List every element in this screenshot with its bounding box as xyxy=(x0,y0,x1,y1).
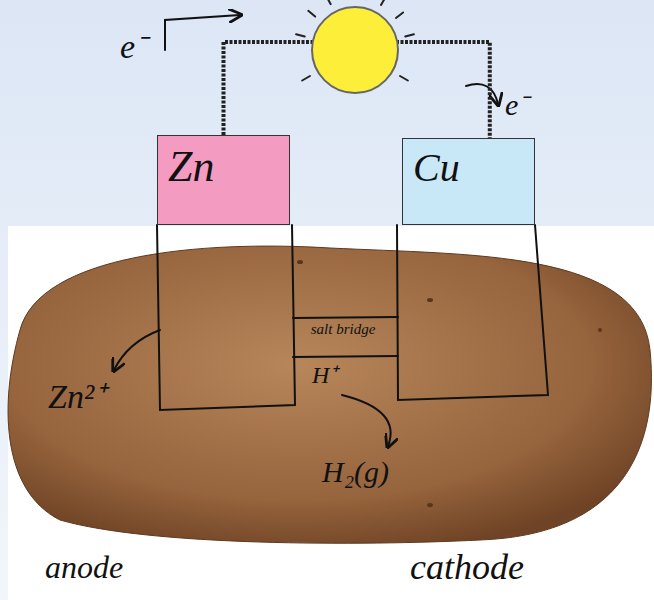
potato-eyes xyxy=(297,260,602,507)
electrode-box: Zn xyxy=(157,135,290,225)
ray xyxy=(326,0,330,4)
element-symbol: Cu xyxy=(413,147,460,189)
hand-label: H₂(g) xyxy=(322,455,389,488)
ray xyxy=(396,12,403,18)
ray xyxy=(302,76,310,81)
hand-label: Zn²⁺ xyxy=(48,378,105,415)
salt-bridge-line xyxy=(293,356,398,357)
ray xyxy=(405,34,414,36)
light-rays xyxy=(296,0,414,81)
hand-label: e⁻ xyxy=(505,88,528,121)
electrode-outlines xyxy=(157,225,548,410)
hand-label: anode xyxy=(45,550,123,585)
ray xyxy=(308,11,315,17)
ray xyxy=(381,0,386,5)
hand-label: e⁻ xyxy=(120,28,146,65)
hand-label: salt bridge xyxy=(310,321,376,338)
ray xyxy=(296,34,305,36)
hand-arrows xyxy=(114,15,498,446)
salt-bridge-line xyxy=(293,317,398,318)
hand-label: H⁺ xyxy=(312,362,337,388)
ray xyxy=(400,76,408,81)
electrode-box: Cu xyxy=(402,138,535,225)
potato xyxy=(8,246,651,543)
white-panel xyxy=(8,226,654,600)
hand-label: cathode xyxy=(410,548,524,588)
light-bulb xyxy=(312,7,398,93)
element-symbol: Zn xyxy=(168,144,214,190)
